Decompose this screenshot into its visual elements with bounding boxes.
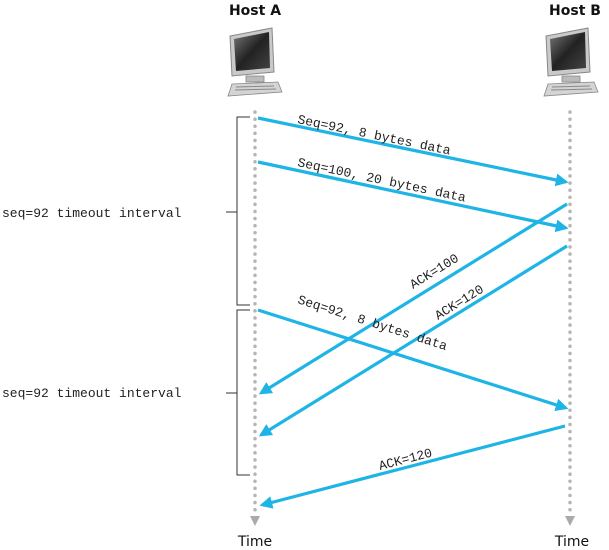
time-label-a: Time	[237, 534, 272, 550]
timeout-label: seq=92 timeout interval	[2, 386, 182, 401]
host-a-label: Host A	[229, 3, 281, 19]
timeout-bracket	[226, 116, 250, 306]
ack-label: ACK=120	[432, 282, 486, 323]
timeline-arrowhead	[565, 516, 575, 526]
message-label: Seq=92, 8 bytes data	[296, 112, 452, 158]
ack-arrow	[259, 424, 566, 509]
message-arrow	[257, 160, 569, 233]
message-label: Seq=100, 20 bytes data	[296, 155, 467, 205]
ack-arrow	[258, 244, 568, 437]
computer-icon	[543, 27, 599, 97]
timeout-label: seq=92 timeout interval	[2, 206, 182, 221]
ack-arrow	[258, 202, 568, 395]
timeline-arrowhead	[250, 516, 260, 526]
ack-label: ACK=120	[377, 446, 434, 474]
message-arrow	[257, 116, 569, 187]
message-arrow	[257, 308, 569, 411]
timeout-bracket	[226, 309, 250, 476]
host-b-label: Host B	[549, 3, 601, 19]
time-label-b: Time	[554, 534, 589, 550]
computer-icon	[227, 27, 283, 97]
